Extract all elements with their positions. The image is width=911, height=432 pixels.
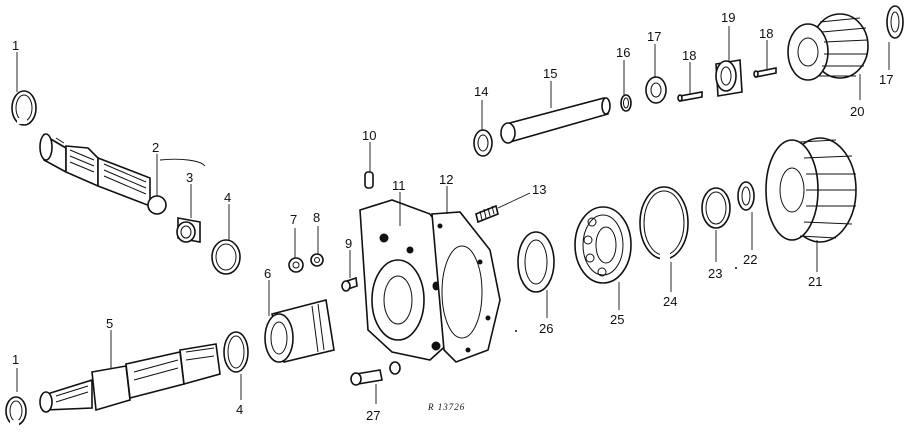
callout-3: 3 — [186, 170, 193, 185]
callout-6: 6 — [264, 266, 271, 281]
callout-17-left: 17 — [647, 29, 661, 44]
callout-25: 25 — [610, 312, 624, 327]
callout-21: 21 — [808, 274, 822, 289]
sleeve — [715, 59, 743, 97]
callout-15: 15 — [543, 66, 557, 81]
coupler-sleeve — [264, 299, 335, 363]
callout-13: 13 — [532, 182, 546, 197]
callout-22: 22 — [743, 252, 757, 267]
callout-4-lower: 4 — [236, 402, 243, 417]
callout-14: 14 — [474, 84, 488, 99]
cap-screw — [350, 369, 383, 386]
leader-lines — [16, 26, 890, 404]
large-snap-ring — [639, 186, 689, 262]
callout-18-right: 18 — [759, 26, 773, 41]
ring-upper — [211, 239, 241, 275]
callout-11: 11 — [392, 178, 406, 193]
gasket-plate — [431, 211, 501, 363]
lower-splined-shaft — [39, 343, 221, 413]
callout-1-upper: 1 — [12, 38, 19, 53]
thrust-washer-left — [645, 76, 667, 104]
snap-ring-small — [701, 187, 731, 229]
callout-12: 12 — [439, 172, 453, 187]
callout-2: 2 — [152, 140, 159, 155]
bushing — [176, 217, 201, 243]
small-ring — [620, 94, 632, 112]
callout-20: 20 — [850, 104, 864, 119]
callout-26: 26 — [539, 321, 553, 336]
callout-4-upper: 4 — [224, 190, 231, 205]
oil-seal — [517, 231, 555, 293]
callout-9: 9 — [345, 236, 352, 251]
cluster-gear — [787, 13, 869, 81]
dowel-pin-right — [753, 67, 777, 78]
callout-27: 27 — [366, 408, 380, 423]
pin — [364, 171, 374, 189]
bearing-housing — [359, 199, 453, 361]
nut — [288, 257, 304, 273]
snap-ring-upper — [11, 90, 37, 126]
washer — [310, 253, 324, 267]
reference-code: R 13726 — [427, 402, 465, 412]
callout-5: 5 — [106, 316, 113, 331]
large-gear — [765, 137, 857, 243]
lock-washer — [389, 361, 401, 375]
callout-17-right: 17 — [879, 72, 893, 87]
small-bolt — [341, 276, 358, 292]
callout-7: 7 — [290, 212, 297, 227]
callout-19: 19 — [721, 10, 735, 25]
callout-24: 24 — [663, 294, 677, 309]
thrust-washer-right — [886, 5, 904, 39]
seal-ring — [473, 129, 493, 157]
upper-splined-shaft — [39, 133, 167, 215]
retaining-ring — [737, 181, 755, 211]
spring — [475, 204, 499, 224]
snap-ring-lower — [5, 396, 27, 426]
callout-10: 10 — [362, 128, 376, 143]
callout-labels: 1 2 3 4 5 6 7 8 9 10 11 12 13 14 15 16 1… — [12, 10, 893, 423]
callout-16: 16 — [616, 45, 630, 60]
callout-23: 23 — [708, 266, 722, 281]
callout-1-lower: 1 — [12, 352, 19, 367]
callout-18-left: 18 — [682, 48, 696, 63]
ring-lower — [223, 331, 249, 373]
dowel-pin-left — [677, 91, 703, 102]
callout-8: 8 — [313, 210, 320, 225]
tube — [500, 97, 611, 144]
ball-bearing — [574, 206, 632, 284]
